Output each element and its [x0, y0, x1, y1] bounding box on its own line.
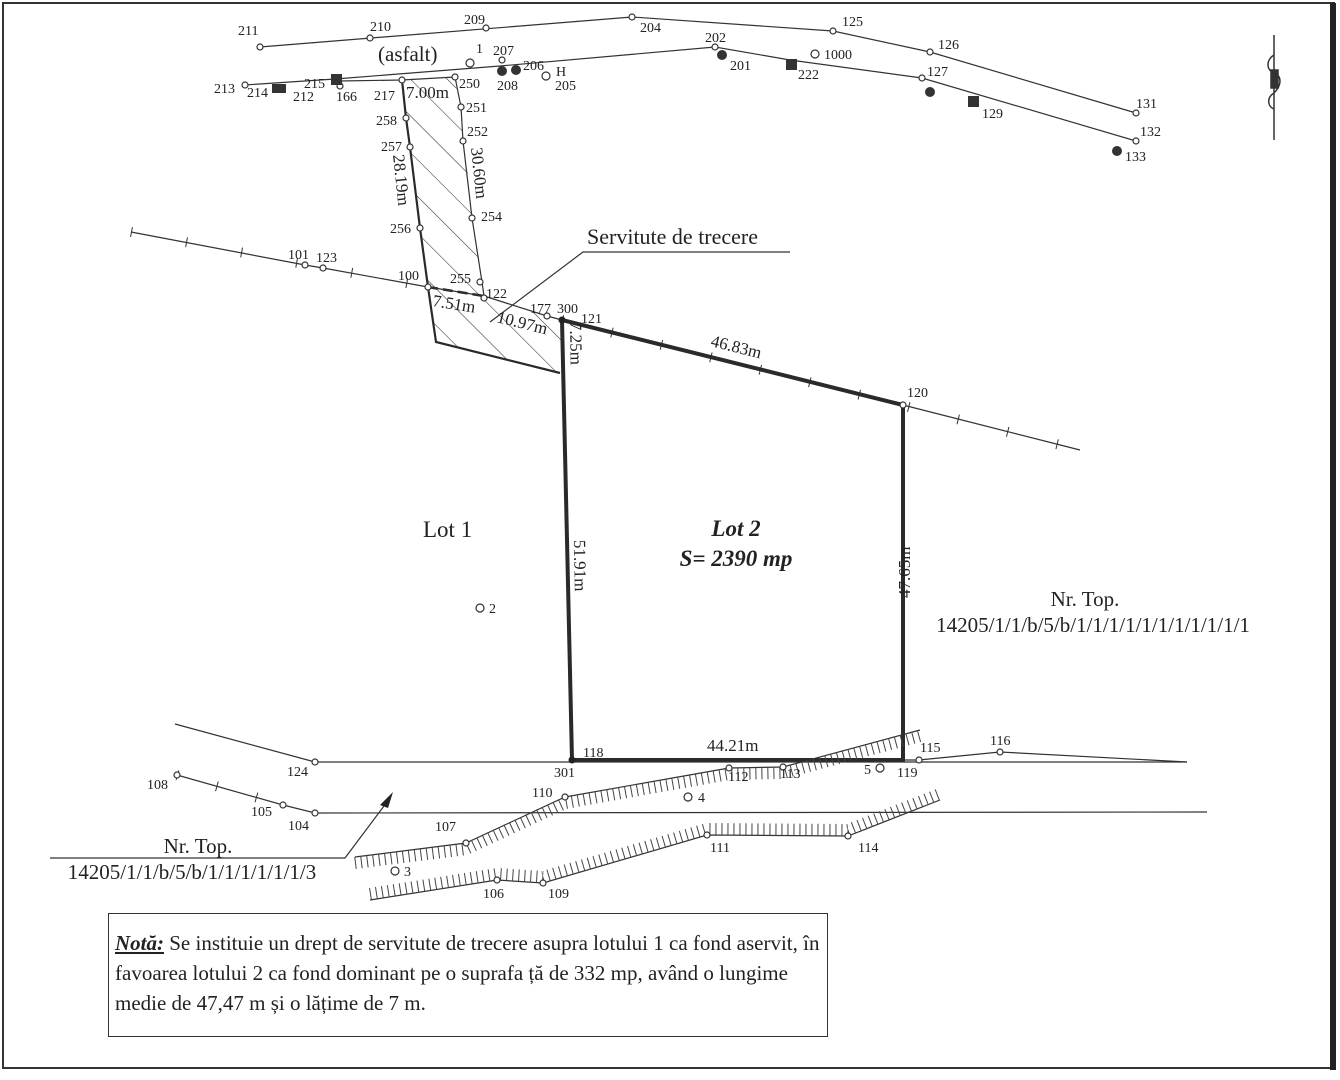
point-label: 131: [1136, 97, 1157, 112]
point-label: 120: [907, 386, 928, 401]
point-label: 214: [247, 86, 268, 101]
boundary-line-124: [174, 723, 1187, 763]
point-labels: 211 210 209 204 125 126 131 132 133 1 20…: [147, 13, 1161, 902]
point-label: 256: [390, 222, 411, 237]
servitude-area: [402, 77, 562, 373]
point-label: 115: [920, 741, 940, 756]
nrtop-leader: [50, 797, 391, 859]
point-label: 107: [435, 820, 456, 835]
point-label: 129: [982, 107, 1003, 122]
point-label: 201: [730, 59, 751, 74]
nrtop-left-value: 14205/1/1/b/5/b/1/1/1/1/1/1/3: [68, 860, 317, 884]
point-label: 251: [466, 101, 487, 116]
survey-points: [173, 13, 1140, 887]
point-label: 255: [450, 272, 471, 287]
servitude-leader: [489, 251, 790, 323]
point-label: 177: [530, 302, 551, 317]
point-label: 123: [316, 251, 337, 266]
point-label: 202: [705, 31, 726, 46]
point-label: 121: [581, 312, 602, 327]
dimension-label: 7.25m: [566, 322, 586, 365]
dimension-label: 44.21m: [707, 736, 758, 755]
point-label: H: [556, 65, 566, 80]
point-label: 204: [640, 21, 661, 36]
point-label: 250: [459, 77, 480, 92]
point-label: 209: [464, 13, 485, 28]
point-label: 4: [698, 791, 705, 806]
point-label: 217: [374, 89, 395, 104]
point-label: 101: [288, 248, 309, 263]
point-label: 116: [990, 734, 1010, 749]
point-label: 104: [288, 819, 309, 834]
point-label: 207: [493, 44, 514, 59]
point-label: 166: [336, 90, 357, 105]
point-label: 254: [481, 210, 502, 225]
point-label: 133: [1125, 150, 1146, 165]
point-label: 125: [842, 15, 863, 30]
point-label: 110: [532, 786, 552, 801]
north-arrow-icon: [1267, 35, 1281, 140]
point-label: 212: [293, 90, 314, 105]
escarpment-lower: [369, 799, 941, 901]
point-label: 108: [147, 778, 168, 793]
point-label: 301: [554, 766, 575, 781]
point-label: 124: [287, 765, 308, 780]
point-label: 127: [927, 65, 948, 80]
point-label: 257: [381, 140, 402, 155]
note-box: Notă: Se instituie un drept de servitute…: [108, 913, 828, 1037]
point-label: 112: [728, 770, 748, 785]
nrtop-left-title: Nr. Top.: [164, 834, 233, 858]
nrtop-right-value: 14205/1/1/b/5/b/1/1/1/1/1/1/1/1/1/1/1: [936, 613, 1250, 637]
point-label: 210: [370, 20, 391, 35]
point-label: 211: [238, 24, 258, 39]
escarpment-upper: [354, 729, 921, 858]
point-label: 1: [476, 42, 483, 57]
point-label: 114: [858, 841, 878, 856]
point-label: 132: [1140, 125, 1161, 140]
lot2-area: S= 2390 mp: [680, 546, 793, 571]
dimension-label: 28.19m: [389, 153, 413, 206]
dimension-label: 7.00m: [406, 83, 449, 102]
point-label: 106: [483, 887, 504, 902]
point-label: 118: [583, 746, 603, 761]
point-label: 1000: [824, 48, 852, 63]
point-label: 252: [467, 125, 488, 140]
point-label: 111: [710, 841, 730, 856]
point-label: 119: [897, 766, 917, 781]
note-title: Notă:: [115, 931, 164, 955]
dimension-label: 51.91m: [570, 540, 590, 592]
dimension-labels: 7.00m 28.19m 30.60m 7.51m 10.97m 7.25m 4…: [389, 83, 914, 755]
point-label: 122: [486, 287, 507, 302]
point-label: 215: [304, 77, 325, 92]
point-label: 300: [557, 302, 578, 317]
dimension-label: 30.60m: [467, 146, 491, 199]
road-label: (asfalt): [378, 42, 437, 66]
point-label: 109: [548, 887, 569, 902]
lot2-label: Lot 2: [710, 516, 760, 541]
point-label: 100: [398, 269, 419, 284]
point-label: 3: [404, 865, 411, 880]
boundary-line-north: [130, 231, 1081, 451]
arrow-head-icon: [380, 792, 393, 808]
note-text: Se instituie un drept de servitute de tr…: [115, 931, 820, 1015]
point-label: 5: [864, 763, 871, 778]
point-label: 213: [214, 82, 235, 97]
point-label: 222: [798, 68, 819, 83]
point-label: 206: [523, 59, 544, 74]
point-label: 2: [489, 602, 496, 617]
point-label: 105: [251, 805, 272, 820]
lot1-label: Lot 1: [423, 517, 472, 542]
dimension-label: 47.65m: [895, 547, 914, 598]
boundary-line-108: [176, 774, 1208, 814]
nrtop-right-title: Nr. Top.: [1051, 587, 1120, 611]
boundary-line-115: [903, 751, 1188, 763]
escarpment-ticks: [354, 730, 922, 869]
point-label: 113: [780, 767, 800, 782]
point-label: 126: [938, 38, 959, 53]
point-label: 208: [497, 79, 518, 94]
servitude-label: Servitute de trecere: [587, 224, 758, 249]
point-label: 258: [376, 114, 397, 129]
point-label: 205: [555, 79, 576, 94]
